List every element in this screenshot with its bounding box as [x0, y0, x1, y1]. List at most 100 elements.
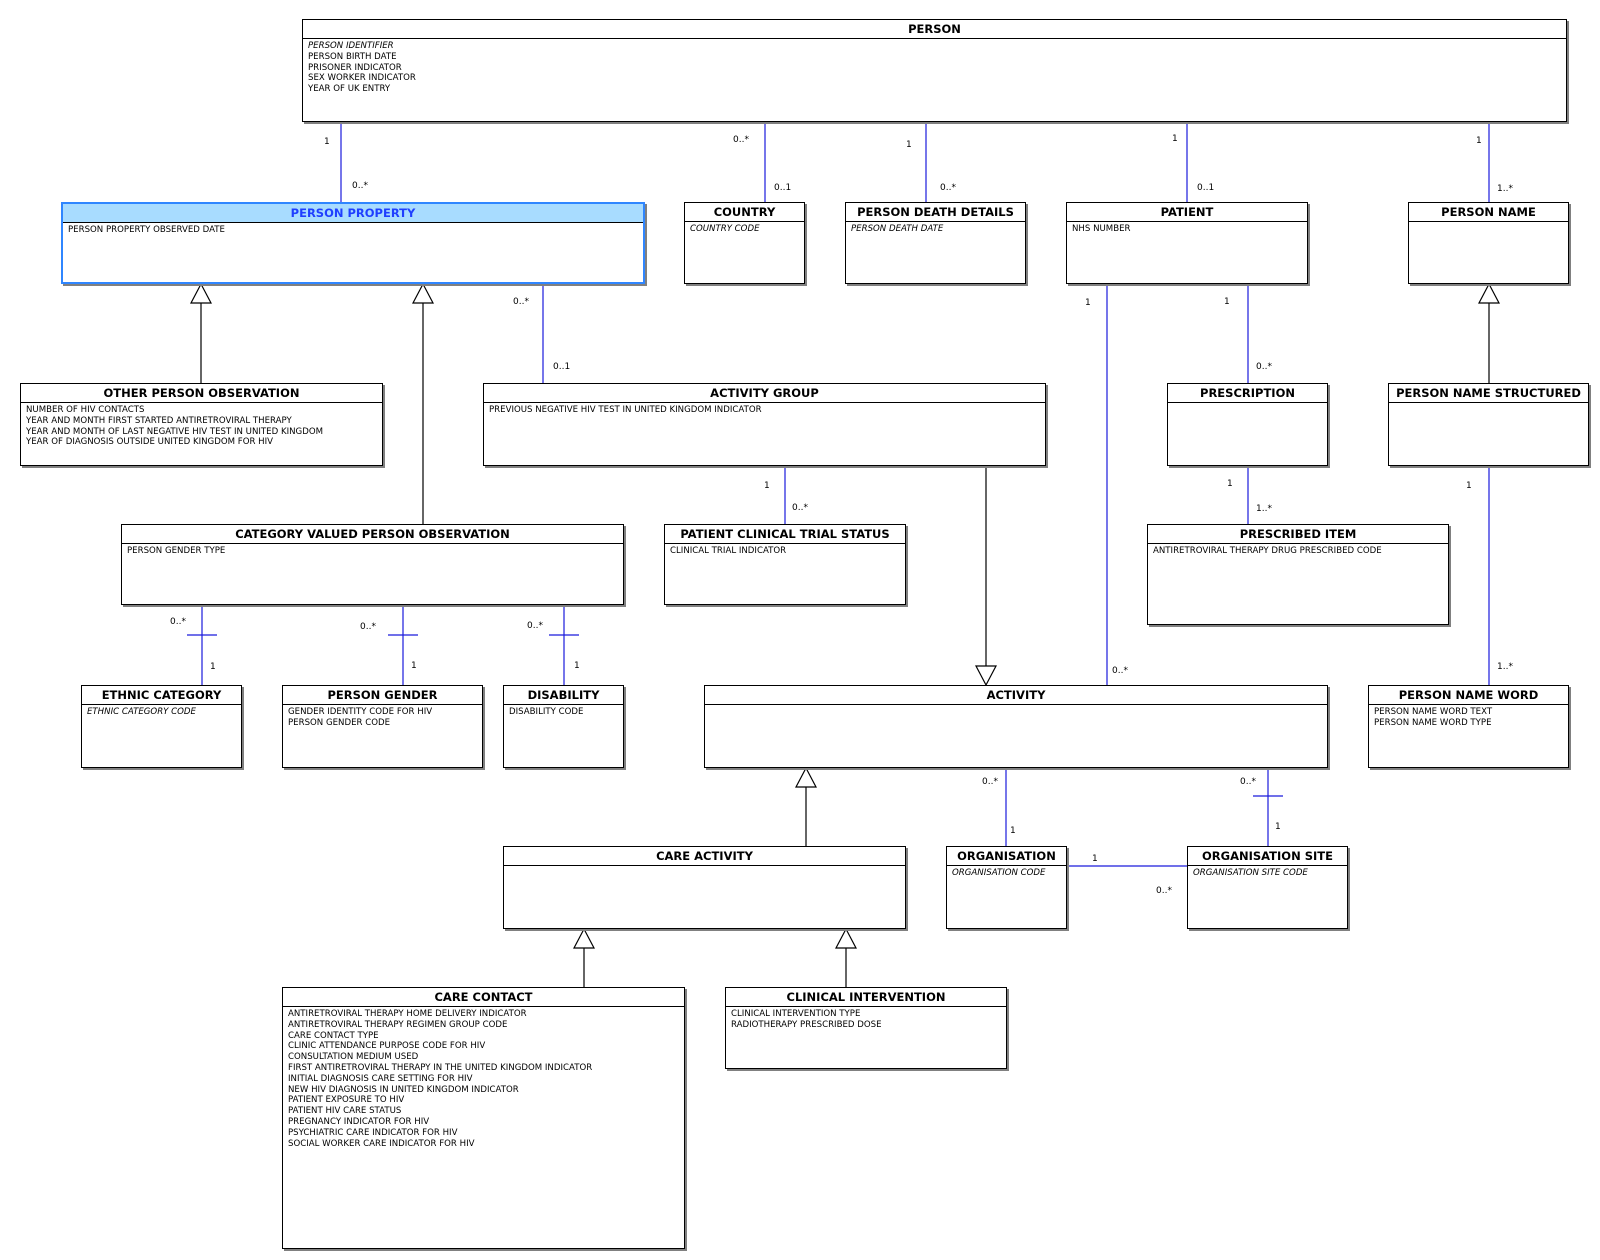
- mult-label: 0..*: [1112, 666, 1128, 676]
- attribute: DISABILITY CODE: [509, 707, 584, 717]
- attribute: PERSON NAME WORD TYPE: [1374, 717, 1492, 728]
- entity-title: DISABILITY: [504, 686, 623, 705]
- mult-label: 1: [1466, 481, 1472, 491]
- entity-attributes: NHS NUMBER: [1067, 222, 1307, 237]
- mult-label: 0..*: [792, 503, 808, 513]
- entity-disability[interactable]: DISABILITY DISABILITY CODE: [503, 685, 624, 768]
- attribute: PATIENT HIV CARE STATUS: [288, 1106, 402, 1117]
- attribute: PERSON NAME WORD TEXT: [1374, 707, 1493, 717]
- entity-attributes: CLINICAL TRIAL INDICATOR: [665, 544, 905, 559]
- entity-title: PERSON NAME: [1409, 203, 1568, 222]
- key-attribute: ORGANISATION CODE: [952, 868, 1046, 878]
- entity-person-property[interactable]: PERSON PROPERTY PERSON PROPERTY OBSERVED …: [61, 202, 645, 284]
- entity-title: PERSON NAME STRUCTURED: [1389, 384, 1588, 403]
- mult-label: 1: [411, 661, 417, 671]
- attribute: CONSULTATION MEDIUM USED: [288, 1052, 419, 1063]
- entity-organisation[interactable]: ORGANISATION ORGANISATION CODE: [946, 846, 1067, 929]
- entity-attributes: ORGANISATION CODE: [947, 866, 1066, 881]
- entity-attributes: [1409, 222, 1568, 226]
- mult-label: 0..*: [527, 621, 543, 631]
- attribute: PERSON GENDER TYPE: [127, 546, 226, 556]
- entity-title: PERSON PROPERTY: [63, 204, 643, 223]
- entity-category-valued-person-observation[interactable]: CATEGORY VALUED PERSON OBSERVATION PERSON…: [121, 524, 624, 605]
- mult-label: 0..*: [170, 617, 186, 627]
- entity-prescription[interactable]: PRESCRIPTION: [1167, 383, 1328, 466]
- attribute: PERSON PROPERTY OBSERVED DATE: [68, 225, 225, 235]
- mult-label: 1..*: [1497, 662, 1513, 672]
- mult-label: 0..1: [1197, 183, 1214, 193]
- entity-person-name-structured[interactable]: PERSON NAME STRUCTURED: [1388, 383, 1589, 466]
- entity-title: CLINICAL INTERVENTION: [726, 988, 1006, 1007]
- entity-title: PRESCRIPTION: [1168, 384, 1327, 403]
- entity-attributes: PERSON DEATH DATE: [846, 222, 1025, 237]
- entity-attributes: PERSON GENDER TYPE: [122, 544, 623, 559]
- attribute: ANTIRETROVIRAL THERAPY DRUG PRESCRIBED C…: [1153, 546, 1382, 556]
- mult-label: 1: [1224, 297, 1230, 307]
- mult-label: 1: [1172, 134, 1178, 144]
- gen-category-observation-arrow: [412, 282, 434, 304]
- mult-label: 0..*: [1256, 362, 1272, 372]
- entity-title: PATIENT CLINICAL TRIAL STATUS: [665, 525, 905, 544]
- entity-title: CATEGORY VALUED PERSON OBSERVATION: [122, 525, 623, 544]
- mult-label: 0..*: [352, 181, 368, 191]
- key-attribute: PERSON IDENTIFIER: [308, 41, 394, 51]
- attribute: ANTIRETROVIRAL THERAPY HOME DELIVERY IND…: [288, 1009, 527, 1019]
- entity-attributes: [1168, 403, 1327, 407]
- entity-title: PRESCRIBED ITEM: [1148, 525, 1448, 544]
- mult-label: 0..*: [360, 622, 376, 632]
- mult-label: 1: [210, 662, 216, 672]
- key-attribute: ORGANISATION SITE CODE: [1193, 868, 1308, 878]
- attribute: CLINIC ATTENDANCE PURPOSE CODE FOR HIV: [288, 1041, 486, 1052]
- entity-person-name[interactable]: PERSON NAME: [1408, 202, 1569, 284]
- key-attribute: ETHNIC CATEGORY CODE: [87, 707, 196, 717]
- attribute: GENDER IDENTITY CODE FOR HIV: [288, 707, 433, 717]
- entity-title: ORGANISATION: [947, 847, 1066, 866]
- mult-label: 1: [764, 481, 770, 491]
- entity-title: PERSON: [303, 20, 1566, 39]
- entity-attributes: [504, 866, 905, 870]
- mult-label: 0..1: [774, 183, 791, 193]
- attribute: PREGNANCY INDICATOR FOR HIV: [288, 1116, 430, 1127]
- mult-label: 1: [574, 661, 580, 671]
- entity-title: COUNTRY: [685, 203, 804, 222]
- entity-care-activity[interactable]: CARE ACTIVITY: [503, 846, 906, 929]
- mult-label: 1: [1092, 854, 1098, 864]
- entity-attributes: ANTIRETROVIRAL THERAPY DRUG PRESCRIBED C…: [1148, 544, 1448, 559]
- entity-title: PERSON DEATH DETAILS: [846, 203, 1025, 222]
- mult-label: 0..*: [1156, 886, 1172, 896]
- attribute: SOCIAL WORKER CARE INDICATOR FOR HIV: [288, 1138, 475, 1149]
- gen-name-structured-arrow: [1478, 282, 1500, 304]
- entity-prescribed-item[interactable]: PRESCRIBED ITEM ANTIRETROVIRAL THERAPY DR…: [1147, 524, 1449, 625]
- entity-activity[interactable]: ACTIVITY: [704, 685, 1328, 768]
- attribute: PREVIOUS NEGATIVE HIV TEST IN UNITED KIN…: [489, 405, 762, 415]
- entity-attributes: COUNTRY CODE: [685, 222, 804, 237]
- entity-attributes: ORGANISATION SITE CODE: [1188, 866, 1347, 881]
- attribute: FIRST ANTIRETROVIRAL THERAPY IN THE UNIT…: [288, 1062, 593, 1073]
- entity-attributes: ANTIRETROVIRAL THERAPY HOME DELIVERY IND…: [283, 1007, 684, 1151]
- entity-attributes: DISABILITY CODE: [504, 705, 623, 720]
- attribute: PATIENT EXPOSURE TO HIV: [288, 1095, 405, 1106]
- mult-label: 0..*: [733, 135, 749, 145]
- entity-attributes: [1389, 403, 1588, 407]
- attribute: YEAR AND MONTH OF LAST NEGATIVE HIV TEST…: [26, 426, 324, 437]
- entity-title: CARE ACTIVITY: [504, 847, 905, 866]
- gen-activity-group-arrow: [975, 665, 997, 687]
- gen-other-observation-arrow: [190, 282, 212, 304]
